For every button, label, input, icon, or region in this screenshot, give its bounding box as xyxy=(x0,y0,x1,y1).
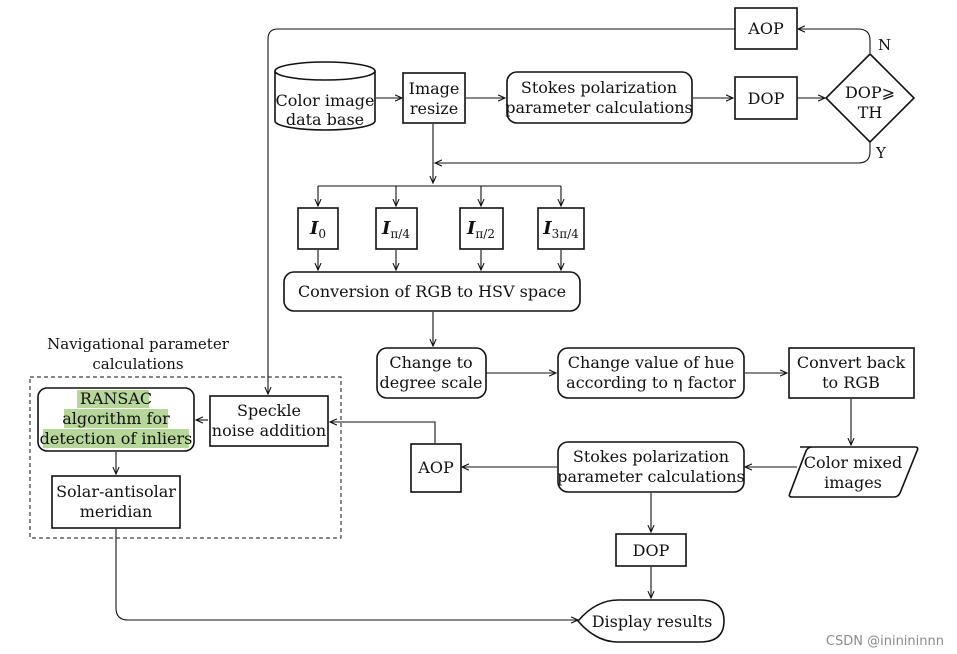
intensity-i1-label: Iπ/4 xyxy=(381,218,410,241)
ransac-line2: algorithm for xyxy=(62,409,170,428)
stokes-bottom-line2: parameter calculations xyxy=(557,467,744,486)
dop-bottom-node: DOP xyxy=(615,533,687,567)
meridian-line2: meridian xyxy=(80,502,153,521)
stokes-top-line1: Stokes polarization xyxy=(521,78,677,97)
aop-bottom-box xyxy=(410,443,462,493)
stokes-top-box xyxy=(506,71,693,124)
image-resize-line2: resize xyxy=(410,99,458,118)
ransac-line1: RANSAC xyxy=(80,389,152,408)
aop-top-node: AOP xyxy=(734,7,798,50)
display-results-shape xyxy=(576,599,725,643)
intensity-i1-box xyxy=(375,207,418,250)
edge-decision-aop xyxy=(798,29,871,53)
aop-bottom-node: AOP xyxy=(410,443,462,493)
intensity-i0: I0 xyxy=(297,207,339,250)
decision-diamond xyxy=(824,52,916,144)
ransac-node: RANSAC algorithm for detection of inlier… xyxy=(37,387,195,452)
edges xyxy=(115,28,871,620)
intensity-i2-label: Iπ/2 xyxy=(466,218,495,241)
degree-scale-box xyxy=(376,347,487,399)
decision-line1: DOP⩾ xyxy=(845,83,895,102)
database-label-line1: Color image xyxy=(276,91,375,110)
speckle-node: Speckle noise addition xyxy=(209,395,329,447)
navigational-group-border xyxy=(29,376,342,539)
image-resize-line1: Image xyxy=(409,79,460,98)
color-mixed-line2: images xyxy=(824,473,882,492)
stokes-top-line2: parameter calculations xyxy=(505,98,692,117)
degree-scale-line2: degree scale xyxy=(380,373,483,392)
hue-change-line1: Change value of hue xyxy=(568,353,734,372)
convert-rgb-node: Convert back to RGB xyxy=(788,347,915,399)
speckle-line2: noise addition xyxy=(212,421,326,440)
dop-bottom-label: DOP xyxy=(633,541,670,560)
display-results-label: Display results xyxy=(592,612,713,631)
decision-line2: TH xyxy=(858,103,883,122)
database-label-line2: data base xyxy=(286,110,364,129)
decision-no-label: N xyxy=(878,36,891,54)
intensity-i3-label: I3π/4 xyxy=(542,218,579,241)
edge-decision-yes xyxy=(435,142,871,163)
ransac-highlight-1 xyxy=(77,390,149,408)
stokes-bottom-box xyxy=(557,441,745,493)
display-results-node: Display results xyxy=(576,599,725,643)
intensity-i2-box xyxy=(459,207,504,250)
meridian-node: Solar-antisolar meridian xyxy=(51,475,181,529)
rgb-hsv-box xyxy=(283,271,581,312)
intensity-i1: Iπ/4 xyxy=(375,207,418,250)
degree-scale-node: Change to degree scale xyxy=(376,347,487,399)
convert-rgb-line2: to RGB xyxy=(822,373,880,392)
hue-change-box xyxy=(557,347,745,399)
stokes-top-node: Stokes polarization parameter calculatio… xyxy=(505,71,693,124)
color-mixed-line1: Color mixed xyxy=(804,453,902,472)
meridian-line1: Solar-antisolar xyxy=(56,482,176,501)
intensity-i0-box xyxy=(297,207,339,250)
speckle-box xyxy=(209,395,329,447)
aop-top-label: AOP xyxy=(747,19,784,38)
hue-change-line2: according to η factor xyxy=(566,373,736,392)
edge-aop-speckle xyxy=(268,28,735,394)
intensity-i3-box xyxy=(537,207,585,250)
stokes-bottom-line1: Stokes polarization xyxy=(573,447,729,466)
stokes-bottom-node: Stokes polarization parameter calculatio… xyxy=(557,441,745,493)
decision-yes-label: Y xyxy=(875,144,887,162)
dop-top-label: DOP xyxy=(748,89,785,108)
rgb-hsv-label: Conversion of RGB to HSV space xyxy=(298,282,566,301)
edge-meridian-display xyxy=(115,529,578,620)
speckle-line1: Speckle xyxy=(237,401,301,420)
dop-top-node: DOP xyxy=(734,76,798,120)
convert-rgb-line1: Convert back xyxy=(797,353,906,372)
edge-aop-speckle-bottom xyxy=(330,422,436,443)
rgb-hsv-node: Conversion of RGB to HSV space xyxy=(283,271,581,312)
degree-scale-line1: Change to xyxy=(389,353,472,372)
color-mixed-shape xyxy=(788,446,919,498)
ransac-line3: detection of inliers xyxy=(40,429,193,448)
hue-change-node: Change value of hue according to η facto… xyxy=(557,347,745,399)
ransac-highlight-3 xyxy=(43,429,189,448)
group-label-line2: calculations xyxy=(92,355,183,373)
group-label-line1: Navigational parameter xyxy=(47,335,230,353)
convert-rgb-box xyxy=(788,347,915,399)
database-top xyxy=(274,61,376,81)
dop-bottom-box xyxy=(615,533,687,567)
meridian-box xyxy=(51,475,181,529)
watermark: CSDN @ininininnn xyxy=(826,634,944,649)
dop-threshold-decision: DOP⩾ TH N Y xyxy=(824,36,916,162)
ransac-highlight-2 xyxy=(64,409,168,428)
aop-bottom-label: AOP xyxy=(417,458,454,477)
image-resize-box xyxy=(402,72,466,124)
color-image-database: Color image data base xyxy=(274,61,376,131)
database-body xyxy=(274,71,376,131)
color-mixed-node: Color mixed images xyxy=(788,446,919,498)
intensity-i2: Iπ/2 xyxy=(459,207,504,250)
navigational-group: Navigational parameter calculations xyxy=(29,335,342,539)
intensity-i0-label: I0 xyxy=(309,218,326,241)
dop-top-box xyxy=(734,76,798,120)
intensity-i3: I3π/4 xyxy=(537,207,585,250)
image-resize-node: Image resize xyxy=(402,72,466,124)
aop-top-box xyxy=(734,7,798,50)
